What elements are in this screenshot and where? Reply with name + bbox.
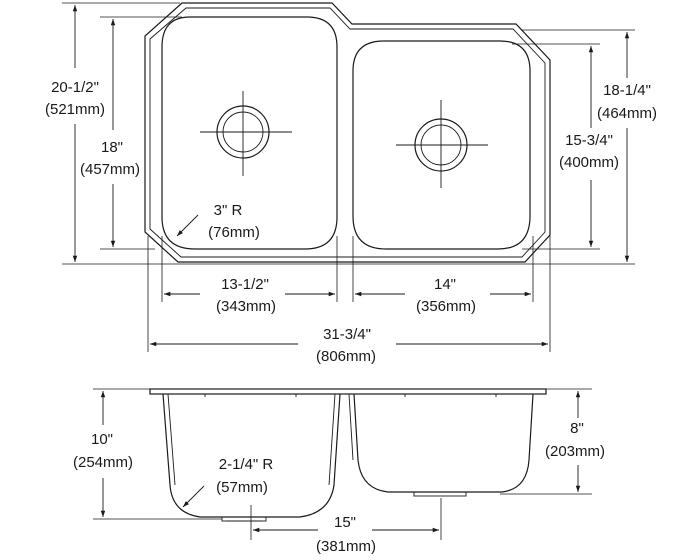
sink-rim	[149, 7, 546, 258]
left-drain-icon	[200, 91, 292, 176]
corner-radius-imperial: 3" R	[214, 202, 243, 219]
overall-width-imperial: 31-3/4"	[323, 326, 371, 343]
flange	[149, 388, 547, 395]
side-right-depth-imperial: 8"	[570, 420, 584, 437]
right-depth-inner-imperial: 15-3/4"	[565, 132, 613, 149]
side-left-depth-imperial: 10"	[91, 431, 113, 448]
left-bowl-width-imperial: 13-1/2"	[221, 276, 269, 293]
drain-spacing-imperial: 15"	[334, 514, 356, 531]
side-view: 10" (254mm) 8" (203mm) 2-1/4" R (57mm) 1…	[73, 388, 605, 555]
drain-spacing-metric: (381mm)	[316, 538, 376, 555]
right-bowl-profile	[353, 393, 534, 493]
right-depth-inner-metric: (400mm)	[559, 154, 619, 171]
left-bowl	[161, 16, 338, 250]
bottom-radius-imperial: 2-1/4" R	[219, 456, 274, 473]
bottom-radius-metric: (57mm)	[216, 479, 268, 496]
right-bowl	[352, 40, 531, 250]
right-drain-body	[413, 491, 467, 497]
right-depth-outer-imperial: 18-1/4"	[603, 82, 651, 99]
right-bowl-width-metric: (356mm)	[416, 298, 476, 315]
right-drain-icon	[396, 100, 488, 188]
side-right-depth-metric: (203mm)	[545, 443, 605, 460]
left-bowl-depth-metric: (457mm)	[80, 161, 140, 178]
right-bowl-width-imperial: 14"	[434, 276, 456, 293]
left-bowl-depth-imperial: 18"	[101, 139, 123, 156]
overall-width-metric: (806mm)	[316, 348, 376, 365]
right-depth-outer-metric: (464mm)	[597, 105, 657, 122]
top-view: 20-1/2" (521mm) 18" (457mm) 18-1/4" (464…	[45, 2, 657, 365]
corner-radius-metric: (76mm)	[208, 224, 260, 241]
overall-depth-metric: (521mm)	[45, 101, 105, 118]
overall-depth-imperial: 20-1/2"	[51, 79, 99, 96]
left-bowl-width-metric: (343mm)	[216, 298, 276, 315]
side-left-depth-metric: (254mm)	[73, 454, 133, 471]
sink-outline	[144, 2, 551, 263]
